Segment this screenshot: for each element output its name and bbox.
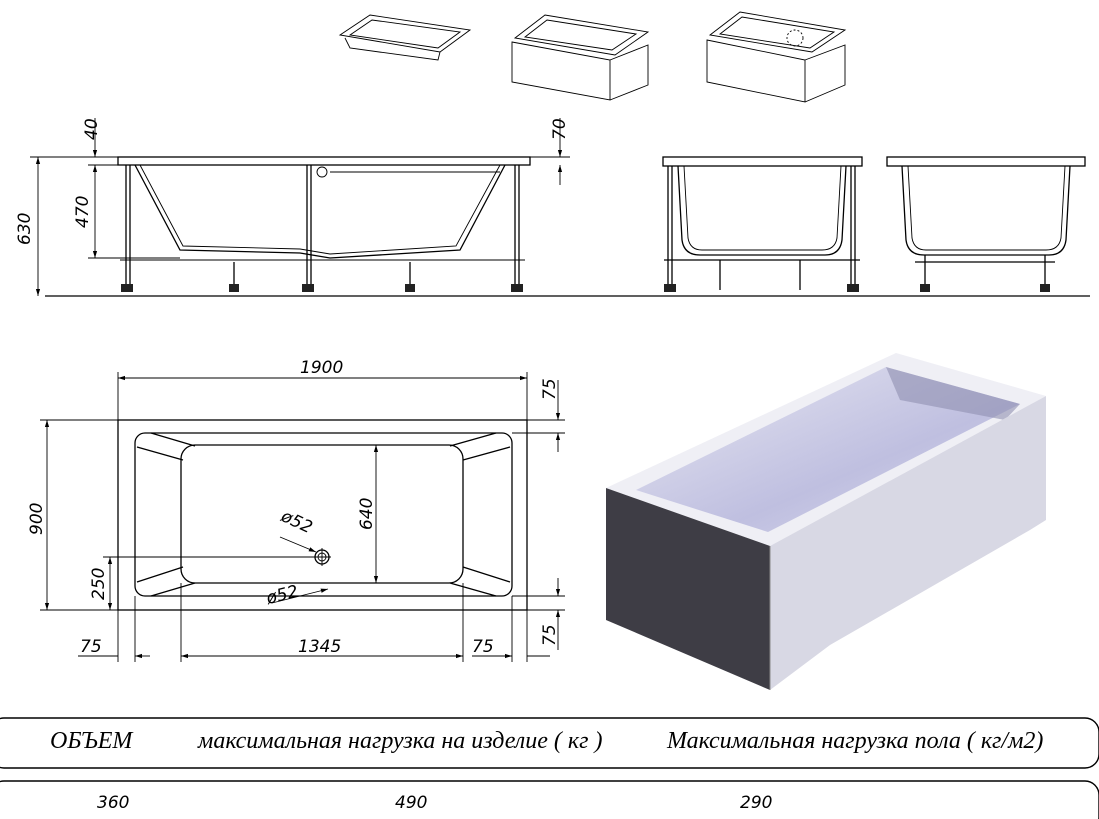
end-view-without-frame (886, 156, 1086, 292)
dim-right-margin: 75 (472, 637, 494, 657)
dim-tub-depth: 470 (73, 196, 93, 228)
dim-width: 900 (27, 503, 47, 535)
dim-overflow-diameter: ø52 (263, 582, 300, 609)
header-max-load-floor: Максимальная нагрузка пола ( кг/м2) (666, 728, 1043, 754)
dim-inner-length: 1345 (298, 637, 341, 657)
value-max-load-product: 490 (395, 793, 427, 813)
dim-left-margin: 75 (80, 637, 102, 657)
dim-length: 1900 (300, 358, 343, 378)
header-volume: ОБЪЕМ (50, 728, 134, 754)
bathtub-3d-render (606, 353, 1046, 690)
dim-drain-diameter: ø52 (277, 506, 315, 538)
specs-table: ОБЪЕМ максимальная нагрузка на изделие (… (0, 717, 1099, 819)
dim-rim-right: 70 (550, 118, 570, 140)
icon-tub-only (338, 14, 472, 61)
dim-top-margin: 75 (540, 378, 560, 400)
plan-view: 1900 900 640 250 ø52 ø52 1345 75 75 75 7… (27, 358, 565, 662)
dim-inner-width: 640 (357, 498, 377, 530)
icon-tub-with-panel-and-frame (706, 11, 847, 103)
dim-bottom-margin: 75 (540, 624, 560, 646)
end-view-with-frame (662, 156, 863, 292)
value-volume: 360 (97, 793, 129, 813)
header-max-load-product: максимальная нагрузка на изделие ( кг ) (197, 728, 602, 754)
side-elevation: 630 470 40 70 (15, 118, 1090, 297)
value-max-load-floor: 290 (740, 793, 772, 813)
icon-tub-with-panel (511, 14, 650, 101)
dim-rim-left: 40 (82, 118, 102, 140)
dim-drain-offset: 250 (89, 568, 109, 600)
dim-total-height: 630 (15, 213, 35, 245)
